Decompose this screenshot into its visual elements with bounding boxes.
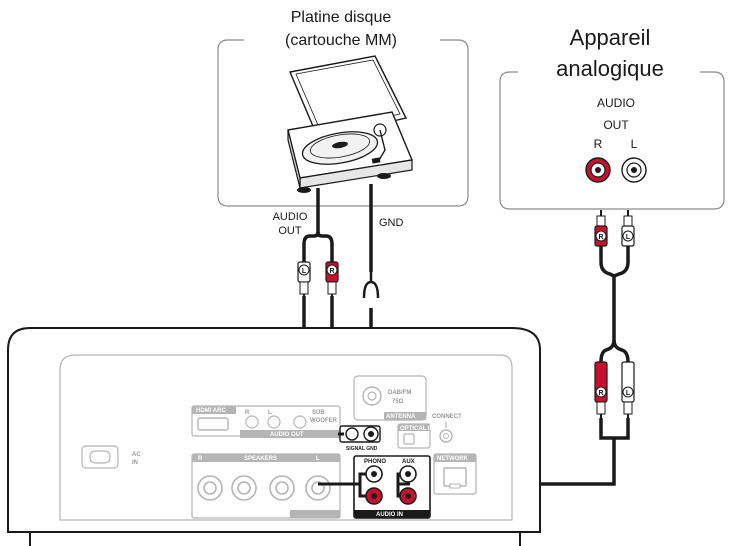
analog-device-box (499, 71, 725, 210)
antenna-label: ANTENNA (386, 414, 416, 420)
turntable-icon (287, 55, 413, 193)
analog-plug-r-bottom (594, 361, 608, 418)
ac-in-label-line1: AC (132, 452, 141, 458)
network-label: NETWORK (437, 456, 469, 462)
analog-jack-r (585, 157, 611, 183)
turntable-plug-l (297, 261, 311, 298)
turntable-audio-out-line1: AUDIO (273, 211, 308, 223)
turntable-plug-r (325, 261, 339, 298)
analog-audio-out-line2: OUT (603, 118, 629, 132)
ac-in-label-line2: IN (132, 460, 138, 466)
turntable-gnd-label: GND (379, 217, 404, 229)
speakers-label: SPEAKERS (244, 456, 277, 462)
audio-out-r-label: R (245, 410, 250, 416)
subwoofer-label-line2: WOOFER (310, 418, 338, 424)
audio-out-label: AUDIO OUT (270, 432, 304, 438)
turntable-title-line1: Platine disque (291, 9, 392, 26)
analog-audio-out-line1: AUDIO (597, 96, 635, 110)
analog-device-title-line1: Appareil (570, 25, 651, 50)
optical-in-label: OPTICAL IN (400, 426, 434, 432)
speakers-l-label: L (316, 456, 320, 462)
subwoofer-label-line1: SUB (312, 410, 325, 416)
analog-plug-l-bottom-letter: L (626, 390, 631, 397)
turntable-title-line2: (cartouche MM) (285, 32, 397, 49)
signal-gnd-terminal (338, 425, 381, 443)
dab-fm-label: DAB/FM (388, 390, 411, 396)
antenna-connector (353, 375, 427, 421)
analog-plug-l-top-letter: L (626, 234, 631, 241)
speakers-terminal-group (191, 453, 341, 519)
speaker-binding-posts (197, 475, 331, 501)
turntable-plug-r-letter: R (329, 268, 334, 275)
optical-in-port (397, 423, 431, 449)
hdmi-audio-out-group (191, 405, 341, 438)
turntable-plug-l-letter: L (302, 268, 307, 275)
network-port (433, 453, 477, 495)
ohm-label: 75Ω (392, 399, 404, 405)
analog-right-label: R (594, 137, 603, 151)
analog-left-label: L (631, 137, 638, 151)
analog-plug-r-top (594, 210, 608, 247)
phono-connection-lines (318, 472, 410, 498)
analog-plug-r-top-letter: R (598, 234, 603, 241)
connect-label: CONNECT (432, 414, 462, 420)
signal-gnd-label: SIGNAL GND (346, 446, 378, 452)
analog-device-title-line2: analogique (556, 56, 664, 81)
analog-plug-l-bottom (621, 361, 635, 418)
analog-plug-r-bottom-letter: R (598, 390, 603, 397)
ac-in-socket (81, 445, 119, 469)
aux-label: AUX (402, 459, 415, 465)
turntable-audio-out-line2: OUT (278, 225, 302, 237)
phono-label: PHONO (364, 459, 386, 465)
gnd-spade-icon (362, 272, 380, 299)
connect-button (439, 422, 453, 443)
hdmi-arc-label: HDMI ARC (196, 408, 226, 414)
audio-out-l-label: L (268, 410, 272, 416)
turntable-box (217, 39, 469, 207)
speakers-r-label: R (198, 456, 203, 462)
analog-jack-l (621, 157, 647, 183)
audio-in-group (353, 455, 431, 519)
audio-in-label: AUDIO IN (376, 512, 403, 518)
